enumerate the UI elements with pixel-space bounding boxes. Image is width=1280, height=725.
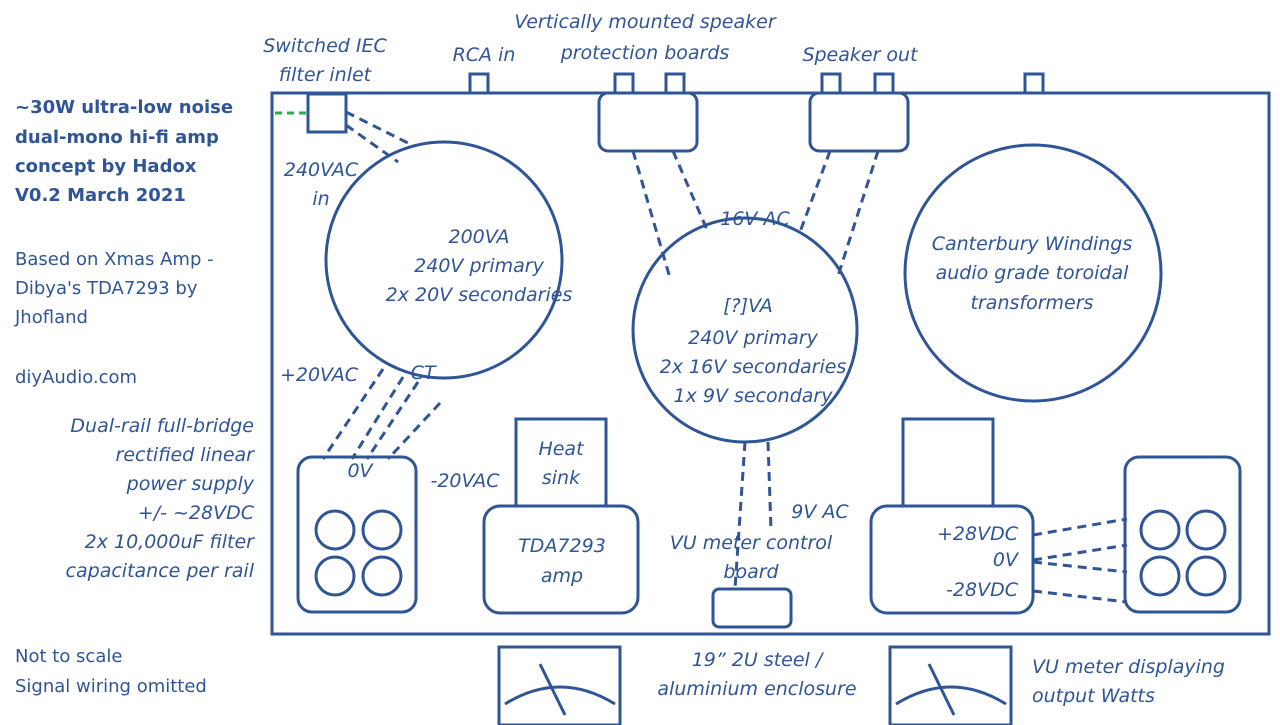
- psu-line-6: capacitance per rail: [66, 560, 255, 582]
- t2-line-2: 240V primary: [688, 327, 818, 349]
- title-line-4: V0.2 March 2021: [15, 185, 186, 206]
- amp-board-left: [482, 504, 640, 615]
- psu-board-left: [296, 455, 418, 614]
- psu-line-4: +/- ~28VDC: [138, 502, 255, 524]
- protection-board-right: [808, 91, 910, 153]
- rail-plus28: +28VDC: [937, 523, 1019, 545]
- footer-note: Not to scale Signal wiring omitted: [15, 646, 207, 697]
- enclosure-line-1: 19” 2U steel /: [692, 649, 825, 671]
- title-block: ~30W ultra-low noise dual-mono hi-fi amp…: [15, 97, 233, 206]
- vu-control-line-2: board: [723, 561, 779, 583]
- toroid-note-line-1: Canterbury Windings: [932, 233, 1133, 255]
- zero-v-left-label: 0V: [347, 460, 374, 482]
- based-on-line-2: Dibya's TDA7293 by: [15, 278, 198, 299]
- filter-cap-5: [1139, 509, 1181, 551]
- vu-control-board: [711, 587, 793, 629]
- psu-line-3: power supply: [126, 473, 255, 495]
- t1-line-2: 240V primary: [414, 255, 544, 277]
- minus20-label: -20VAC: [430, 470, 500, 492]
- vu-meter-right: [888, 645, 1013, 725]
- enclosure-line-2: aluminium enclosure: [657, 678, 856, 700]
- title-line-2: dual-mono hi-fi amp: [15, 127, 219, 148]
- vu-control-line-1: VU meter control: [670, 532, 833, 554]
- psu-line-1: Dual-rail full-bridge: [70, 415, 254, 437]
- wiring: [321, 110, 1128, 604]
- protection-label-line-1: Vertically mounted speaker: [514, 11, 776, 33]
- vu-meter-left-needle: [538, 663, 567, 716]
- psu-line-2: rectified linear: [116, 444, 256, 466]
- heat-sink-line-1: Heat: [538, 438, 585, 460]
- vac-in-line-2: in: [312, 188, 329, 210]
- psu-note: Dual-rail full-bridge rectified linear p…: [66, 415, 256, 582]
- vu-display-line-1: VU meter displaying: [1032, 656, 1225, 678]
- t1-line-1: 200VA: [449, 226, 510, 248]
- psu-line-5: 2x 10,000uF filter: [85, 531, 256, 553]
- iec-label-line-1: Switched IEC: [263, 35, 387, 57]
- t2-line-4: 1x 9V secondary: [674, 385, 834, 407]
- plus20-label: +20VAC: [280, 364, 359, 386]
- enclosure-outline: [270, 91, 1271, 636]
- psu-board-right: [1123, 455, 1242, 614]
- amp-line-1: TDA7293: [518, 535, 606, 557]
- heat-sink-right: [901, 417, 995, 508]
- ac16-label: 16V AC: [720, 208, 790, 230]
- protection-board-tab-2: [664, 72, 686, 95]
- protection-board-tab-1: [613, 72, 635, 95]
- footer-line-1: Not to scale: [15, 646, 122, 667]
- filter-cap-7: [1139, 555, 1181, 597]
- vac-in-line-1: 240VAC: [284, 159, 359, 181]
- vu-meter-left: [497, 645, 622, 725]
- filter-cap-4: [361, 555, 403, 597]
- filter-cap-3: [314, 555, 356, 597]
- vu-display-line-2: output Watts: [1032, 685, 1155, 707]
- ct-label: CT: [411, 362, 437, 384]
- vu-meter-right-needle: [927, 663, 956, 716]
- rear-connector: [1023, 72, 1045, 95]
- filter-cap-2: [361, 509, 403, 551]
- heat-sink-left: [514, 417, 608, 508]
- amp-line-2: amp: [541, 565, 583, 587]
- iec-label-line-2: filter inlet: [279, 64, 373, 86]
- rail-minus28: -28VDC: [946, 579, 1019, 601]
- based-on-line-1: Based on Xmas Amp -: [15, 249, 214, 270]
- rca-label: RCA in: [453, 44, 516, 66]
- toroid-200va: [324, 140, 564, 380]
- ac9-label: 9V AC: [791, 501, 849, 523]
- protection-board-left: [597, 91, 699, 153]
- heat-sink-line-2: sink: [542, 467, 581, 489]
- protection-label-line-2: protection boards: [560, 42, 730, 64]
- filter-cap-8: [1185, 555, 1227, 597]
- toroid-note-line-3: transformers: [971, 292, 1094, 314]
- title-line-1: ~30W ultra-low noise: [15, 97, 233, 118]
- based-on-line-3: Jhofland: [14, 307, 88, 328]
- site-note: diyAudio.com: [15, 367, 137, 388]
- based-on-note: Based on Xmas Amp - Dibya's TDA7293 by J…: [14, 249, 214, 328]
- iec-inlet: [306, 92, 348, 134]
- vu-meter-left-scale: [504, 685, 616, 706]
- vu-meter-right-scale: [895, 685, 1007, 706]
- filter-cap-1: [314, 509, 356, 551]
- speaker-out-jack-2: [873, 72, 895, 95]
- toroid-third: [903, 143, 1163, 403]
- rca-jack: [468, 72, 490, 95]
- toroid-note-line-2: audio grade toroidal: [936, 262, 1129, 284]
- footer-line-2: Signal wiring omitted: [15, 676, 207, 697]
- t2-line-1: [?]VA: [723, 295, 773, 317]
- speaker-out-label: Speaker out: [802, 44, 919, 66]
- filter-cap-6: [1185, 509, 1227, 551]
- speaker-out-jack-1: [820, 72, 842, 95]
- title-line-3: concept by Hadox: [15, 156, 197, 177]
- t1-line-3: 2x 20V secondaries: [386, 284, 573, 306]
- rail-zero: 0V: [993, 549, 1020, 571]
- t2-line-3: 2x 16V secondaries: [660, 356, 847, 378]
